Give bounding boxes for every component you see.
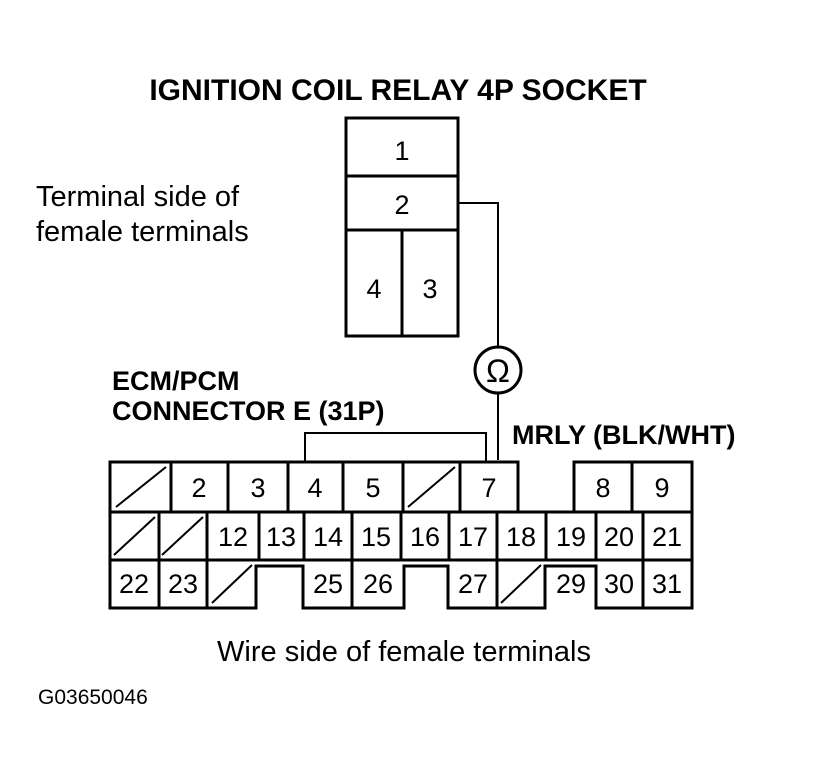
socket-pin-3: 3: [422, 274, 437, 304]
pin-13: 13: [266, 522, 296, 552]
ecm-connector: [108, 460, 694, 610]
pin-7: 7: [481, 473, 496, 503]
pin-22: 22: [119, 569, 149, 599]
socket-pin-4: 4: [366, 274, 381, 304]
relay-socket: [344, 116, 460, 338]
pin-16: 16: [410, 522, 440, 552]
pin-17: 17: [458, 522, 488, 552]
pin-25: 25: [313, 569, 343, 599]
pin-15: 15: [361, 522, 391, 552]
pin-20: 20: [604, 522, 634, 552]
wire-side-label: Wire side of female terminals: [217, 636, 591, 668]
pin-30: 30: [604, 569, 634, 599]
pin-4: 4: [307, 473, 322, 503]
pin-8: 8: [595, 473, 610, 503]
pin-14: 14: [313, 522, 343, 552]
pin-3: 3: [250, 473, 265, 503]
svg-text:Ω: Ω: [486, 353, 510, 389]
diagram-title: IGNITION COIL RELAY 4P SOCKET: [149, 74, 646, 107]
socket-pin-2: 2: [394, 190, 409, 220]
pin-21: 21: [652, 522, 682, 552]
test-wire: [304, 202, 499, 462]
ecm-label-line1: ECM/PCM: [112, 366, 240, 396]
ohmmeter-icon: Ω: [473, 345, 523, 395]
wire-color-label: MRLY (BLK/WHT): [512, 420, 735, 450]
pin-12: 12: [218, 522, 248, 552]
socket-label-line2: female terminals: [36, 216, 249, 248]
pin-26: 26: [363, 569, 393, 599]
socket-label-line1: Terminal side of: [36, 181, 240, 213]
pin-27: 27: [458, 569, 488, 599]
pin-31: 31: [652, 569, 682, 599]
pin-2: 2: [191, 473, 206, 503]
ecm-label-line2: CONNECTOR E (31P): [112, 396, 385, 426]
pin-23: 23: [168, 569, 198, 599]
pin-9: 9: [654, 473, 669, 503]
pin-29: 29: [556, 569, 586, 599]
pin-19: 19: [556, 522, 586, 552]
figure-code: G03650046: [38, 686, 148, 709]
pin-5: 5: [365, 473, 380, 503]
socket-pin-1: 1: [394, 136, 409, 166]
pin-18: 18: [506, 522, 536, 552]
